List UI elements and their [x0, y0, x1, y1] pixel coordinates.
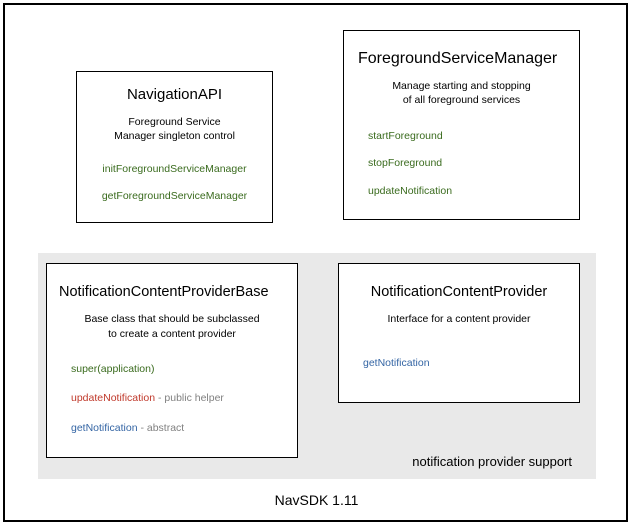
method-row: getNotification - abstract: [71, 422, 285, 435]
method-list-navigation-api: initForegroundServiceManager getForegrou…: [87, 163, 262, 202]
method-list-notification-content-provider-base: super(application) updateNotification - …: [59, 363, 285, 435]
method-list-foreground-service-manager: startForeground stopForeground updateNot…: [358, 130, 565, 198]
class-title-foreground-service-manager: ForegroundServiceManager: [358, 50, 558, 67]
method-name: stopForeground: [368, 157, 443, 170]
method-name: getNotification: [71, 421, 138, 434]
group-panel-label: notification provider support: [412, 454, 572, 469]
method-row: initForegroundServiceManager: [87, 163, 262, 176]
description-line-1: Interface for a content provider: [387, 313, 531, 326]
method-name: updateNotification: [368, 184, 453, 197]
class-title-notification-content-provider: NotificationContentProvider: [370, 284, 548, 300]
method-note: - abstract: [137, 421, 185, 434]
class-description-notification-content-provider-base: Base class that should be subclassed to …: [59, 312, 285, 340]
method-name: initForegroundServiceManager: [102, 163, 247, 176]
class-card-navigation-api: NavigationAPI Foreground Service Manager…: [76, 71, 273, 223]
method-note: - public helper: [155, 392, 224, 405]
description-line-1: Base class that should be subclassed: [84, 313, 260, 326]
class-description-notification-content-provider: Interface for a content provider: [351, 312, 567, 326]
description-line-1: Foreground Service: [128, 116, 221, 128]
method-name: startForeground: [368, 129, 443, 142]
class-card-notification-content-provider: NotificationContentProvider Interface fo…: [338, 263, 580, 403]
footer-version-label: NavSDK 1.11: [274, 492, 359, 508]
class-title-notification-content-provider-base: NotificationContentProviderBase: [59, 284, 269, 300]
description-line-2: Manager singleton control: [114, 130, 235, 143]
method-row: getForegroundServiceManager: [87, 190, 262, 203]
method-row: startForeground: [368, 130, 565, 143]
method-row: updateNotification - public helper: [71, 392, 285, 405]
method-row: stopForeground: [368, 157, 565, 170]
description-line-1: Manage starting and stopping: [392, 80, 531, 93]
description-line-2: to create a content provider: [108, 327, 236, 340]
method-name: getNotification: [363, 356, 430, 369]
diagram-outer-frame: [3, 3, 628, 522]
method-name: updateNotification: [71, 392, 156, 405]
description-line-2: of all foreground services: [402, 94, 521, 107]
class-card-notification-content-provider-base: NotificationContentProviderBase Base cla…: [46, 263, 298, 458]
method-row: getNotification: [363, 357, 567, 370]
method-row: super(application): [71, 363, 285, 376]
class-card-foreground-service-manager: ForegroundServiceManager Manage starting…: [343, 30, 580, 220]
method-name: super(application): [71, 362, 155, 375]
method-name: getForegroundServiceManager: [101, 189, 248, 202]
class-description-foreground-service-manager: Manage starting and stopping of all fore…: [358, 79, 565, 107]
class-description-navigation-api: Foreground Service Manager singleton con…: [87, 115, 262, 143]
method-row: updateNotification: [368, 185, 565, 198]
class-title-navigation-api: NavigationAPI: [126, 86, 223, 103]
method-list-notification-content-provider: getNotification: [351, 357, 567, 370]
